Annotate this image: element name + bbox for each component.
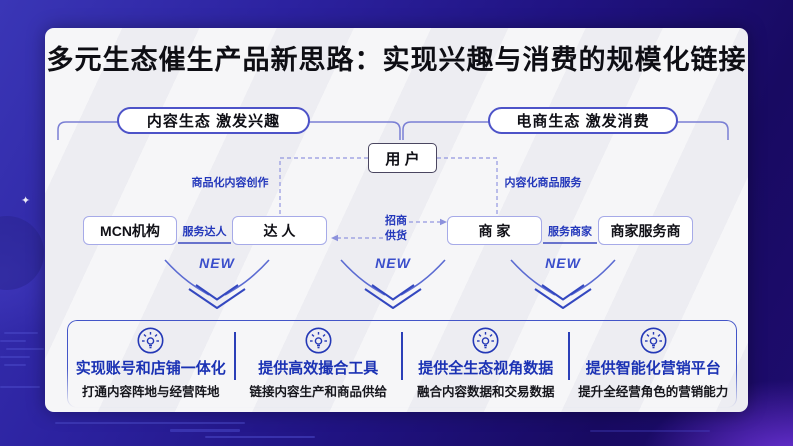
supply-label: 供货 [385, 230, 407, 242]
lightbulb-icon [472, 327, 499, 354]
new-badge: NEW [199, 255, 235, 271]
sparkle-decor: ✦ [21, 195, 31, 207]
panel-border [67, 320, 737, 408]
capability-item-4: 提供智能化营销平台 提升全经营角色的营销能力 [570, 320, 738, 408]
user-node-label: 用 户 [385, 150, 420, 168]
decor-circuit-bar [590, 430, 710, 432]
panel-divider [401, 332, 403, 380]
serve-merchant-label: 服务商家 [548, 226, 592, 238]
capability-subtitle: 链接内容生产和商品供给 [249, 385, 387, 399]
capability-item-3: 提供全生态视角数据 融合内容数据和交易数据 [402, 320, 570, 408]
talent-node: 达 人 [232, 216, 327, 245]
decor-circuit-bar [0, 386, 40, 388]
decor-circuit-bar [0, 340, 26, 342]
capability-title: 实现账号和店铺一体化 [75, 360, 226, 377]
user-to-talent-link [279, 157, 368, 214]
serve-talent-label: 服务达人 [182, 226, 227, 238]
lightbulb-icon [640, 327, 667, 354]
new-arrow-3: NEW [503, 255, 623, 312]
capability-subtitle: 打通内容阵地与经营阵地 [81, 385, 220, 399]
new-badge: NEW [375, 255, 411, 271]
slide-title: 多元生态催生产品新思路：实现兴趣与消费的规模化链接 [46, 45, 747, 75]
decor-circuit-bar [0, 356, 30, 358]
user-to-merchant-link [437, 157, 498, 214]
commerce-ecosystem-label: 电商生态 激发消费 [516, 113, 650, 130]
product-service-label: 内容化商品服务 [504, 177, 582, 189]
merchant-service-node: 商家服务商 [598, 216, 693, 245]
decor-circuit-bar [170, 429, 240, 432]
panel-divider [568, 332, 570, 380]
talent-node-label: 达 人 [263, 222, 296, 239]
down-arrow-icon [164, 259, 270, 309]
decor-circuit-bar [6, 348, 44, 350]
decor-circuit-bar [4, 332, 38, 334]
capability-item-1: 实现账号和店铺一体化 打通内容阵地与经营阵地 [67, 320, 235, 408]
down-arrow-icon [510, 259, 616, 309]
supply-arrowhead [331, 234, 338, 242]
merchant-service-node-label: 商家服务商 [610, 222, 681, 239]
content-creation-label: 商品化内容创作 [191, 177, 269, 189]
new-arrow-1: NEW [157, 255, 277, 312]
slide-card: 多元生态催生产品新思路：实现兴趣与消费的规模化链接 [45, 28, 748, 412]
decor-circuit-bar [55, 422, 245, 424]
lightbulb-icon [137, 327, 164, 354]
commerce-ecosystem-pill: 电商生态 激发消费 [488, 107, 678, 134]
decor-circuit-bar [205, 436, 315, 438]
capability-subtitle: 融合内容数据和交易数据 [416, 385, 555, 399]
capability-subtitle: 提升全经营角色的营销能力 [578, 385, 729, 399]
capability-title: 提供高效撮合工具 [258, 360, 379, 377]
mcn-node-label: MCN机构 [100, 222, 160, 239]
recruit-label: 招商 [385, 215, 407, 227]
new-badge: NEW [545, 255, 581, 271]
merchant-node-label: 商 家 [478, 222, 511, 239]
new-arrow-2: NEW [333, 255, 453, 312]
content-ecosystem-label: 内容生态 激发兴趣 [146, 113, 281, 130]
capabilities-panel: 实现账号和店铺一体化 打通内容阵地与经营阵地 [67, 320, 737, 408]
mcn-node: MCN机构 [83, 216, 177, 245]
user-node: 用 户 [368, 143, 437, 173]
decor-circuit-bar [4, 364, 26, 366]
decor-circle [0, 216, 44, 290]
merchant-node: 商 家 [447, 216, 542, 245]
recruit-arrowhead [440, 218, 447, 226]
capability-item-2: 提供高效撮合工具 链接内容生产和商品供给 [235, 320, 403, 408]
lightbulb-icon [305, 327, 332, 354]
panel-divider [234, 332, 236, 380]
capability-title: 提供全生态视角数据 [418, 360, 554, 377]
down-arrow-icon [340, 259, 446, 309]
content-ecosystem-pill: 内容生态 激发兴趣 [117, 107, 310, 134]
capability-title: 提供智能化营销平台 [585, 360, 721, 377]
